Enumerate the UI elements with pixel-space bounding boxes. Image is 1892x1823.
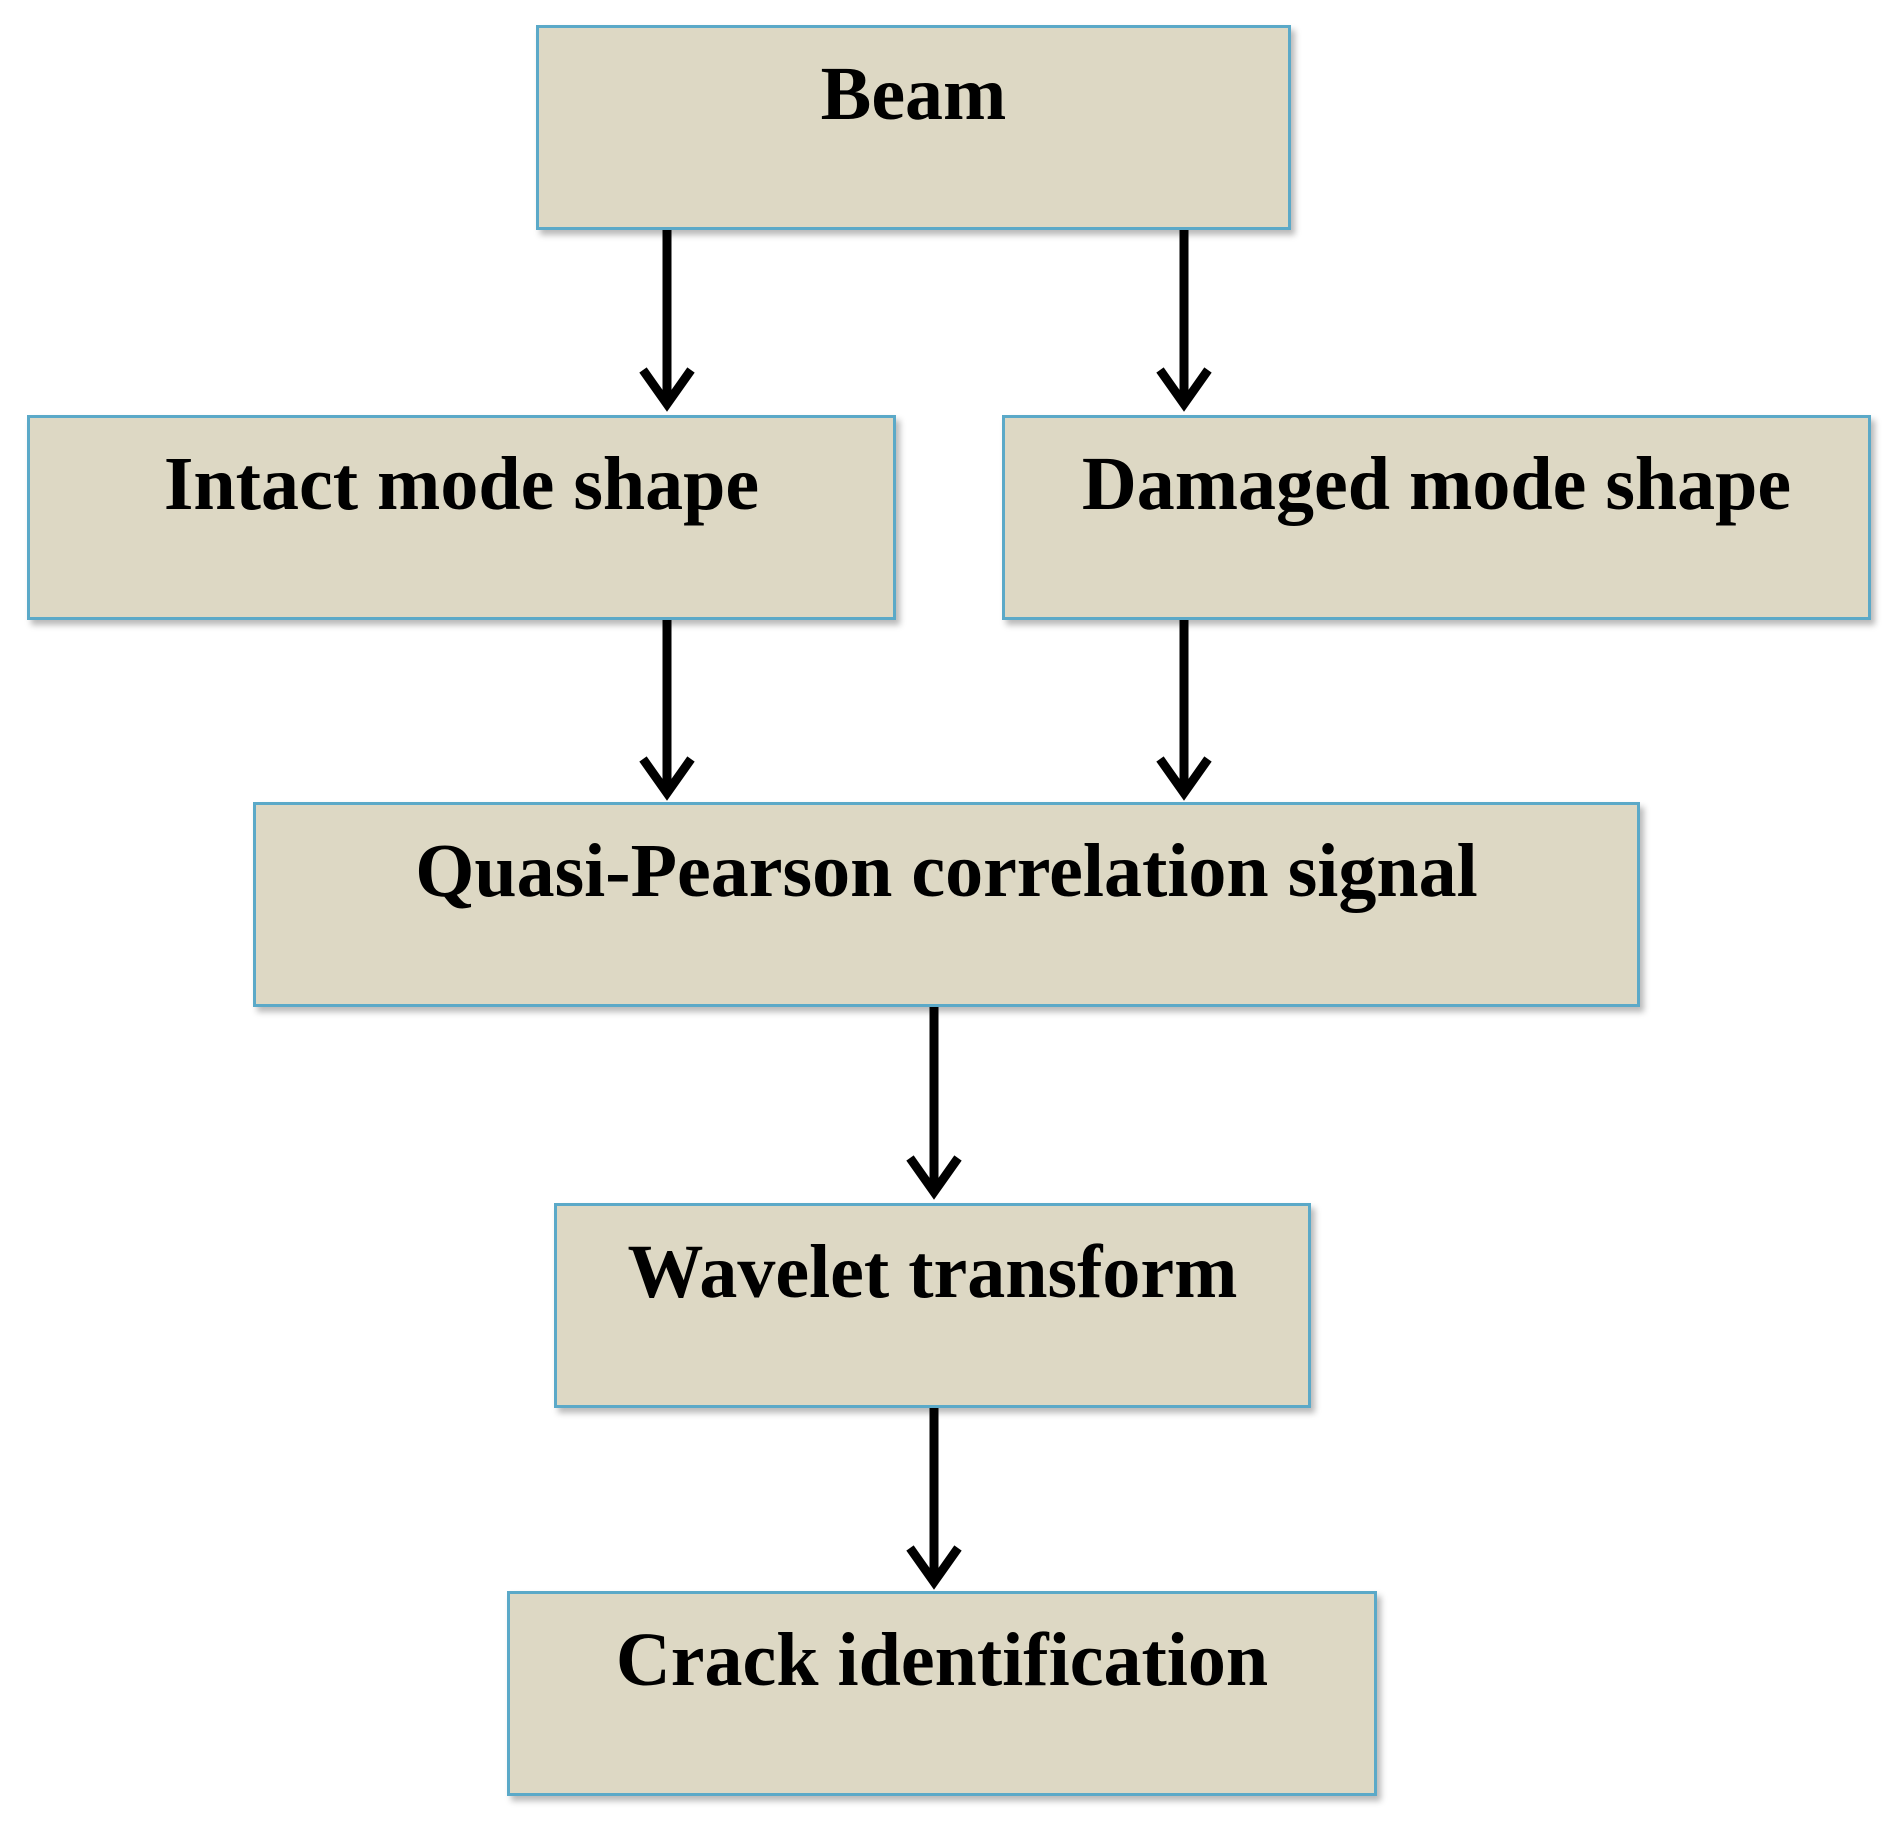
node-label-quasi-pearson-correlation-signal: Quasi-Pearson correlation signal [415,829,1478,913]
arrow-damaged-to-quasi-pearson [1156,620,1212,801]
node-wavelet-transform: Wavelet transform [554,1203,1311,1408]
node-label-wavelet-transform: Wavelet transform [627,1230,1238,1314]
node-crack-identification: Crack identification [507,1591,1377,1796]
node-label-beam: Beam [820,52,1007,136]
arrow-wavelet-to-crack [906,1408,962,1590]
arrow-beam-to-intact [639,230,695,412]
arrow-intact-to-quasi-pearson [639,620,695,801]
node-label-damaged-mode-shape: Damaged mode shape [1081,442,1792,526]
node-damaged-mode-shape: Damaged mode shape [1002,415,1871,620]
node-label-intact-mode-shape: Intact mode shape [163,442,760,526]
arrow-beam-to-damaged [1156,230,1212,412]
node-intact-mode-shape: Intact mode shape [27,415,896,620]
node-beam: Beam [536,25,1291,230]
arrow-quasi-pearson-to-wavelet [906,1007,962,1200]
node-quasi-pearson-correlation-signal: Quasi-Pearson correlation signal [253,802,1640,1007]
node-label-crack-identification: Crack identification [615,1618,1269,1702]
